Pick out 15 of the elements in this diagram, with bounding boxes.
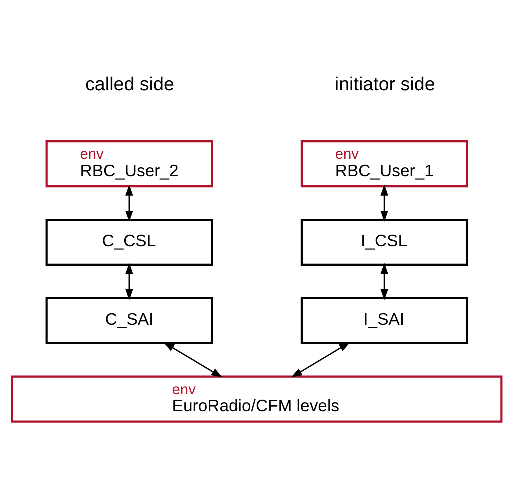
arrow: [126, 262, 134, 300]
arrow: [380, 184, 388, 222]
node-box: I_SAI: [300, 296, 468, 344]
node-box: env EuroRadio/CFM levels: [11, 375, 503, 422]
node-box: C_SAI: [46, 296, 214, 344]
arrow: [164, 342, 223, 378]
node-box: env RBC_User_1: [300, 140, 468, 188]
label: initiator side: [334, 72, 436, 94]
node-box: env RBC_User_2: [46, 140, 214, 188]
arrow: [126, 184, 134, 222]
arrow: [380, 262, 388, 300]
label: called side: [86, 72, 174, 94]
node-box: C_CSL: [46, 218, 214, 266]
arrow: [291, 342, 350, 378]
node-box: I_CSL: [300, 218, 468, 266]
